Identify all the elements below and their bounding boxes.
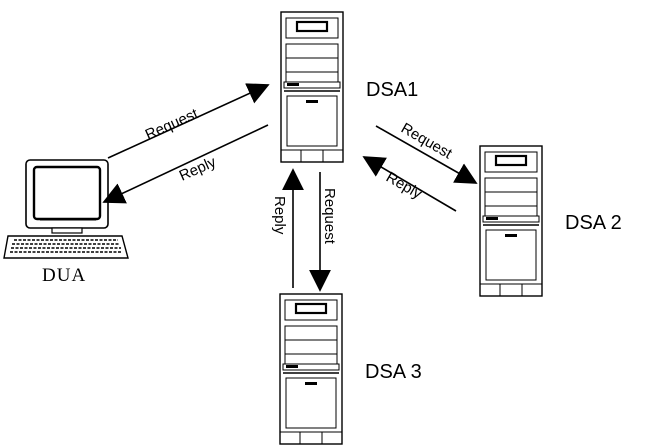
dsa2-dsa1-reply-label: Reply bbox=[383, 169, 425, 203]
dsa2-to-dsa1-reply-arrow bbox=[362, 156, 457, 212]
dsa1-dsa3-request-label: Request bbox=[321, 188, 338, 245]
dua-workstation-icon bbox=[3, 159, 129, 259]
dua-label: DUA bbox=[42, 265, 86, 286]
dsa1-server-icon bbox=[279, 10, 345, 164]
dsa1-label: DSA1 bbox=[366, 79, 418, 101]
dsa2-label: DSA 2 bbox=[565, 212, 622, 234]
dsa2-server-icon bbox=[478, 144, 544, 298]
dsa1-to-dsa2-request-arrow bbox=[375, 125, 478, 184]
dsa1-to-dua-reply-arrow bbox=[102, 124, 269, 204]
dua-dsa1-request-label: Request bbox=[143, 105, 202, 144]
dsa3-server-icon bbox=[278, 292, 344, 445]
dsa3-label: DSA 3 bbox=[365, 361, 422, 383]
dua-to-dsa1-request-arrow bbox=[107, 83, 270, 159]
dsa3-dsa1-reply-label: Reply bbox=[271, 196, 288, 235]
dsa1-dsa2-request-label: Request bbox=[398, 120, 456, 163]
